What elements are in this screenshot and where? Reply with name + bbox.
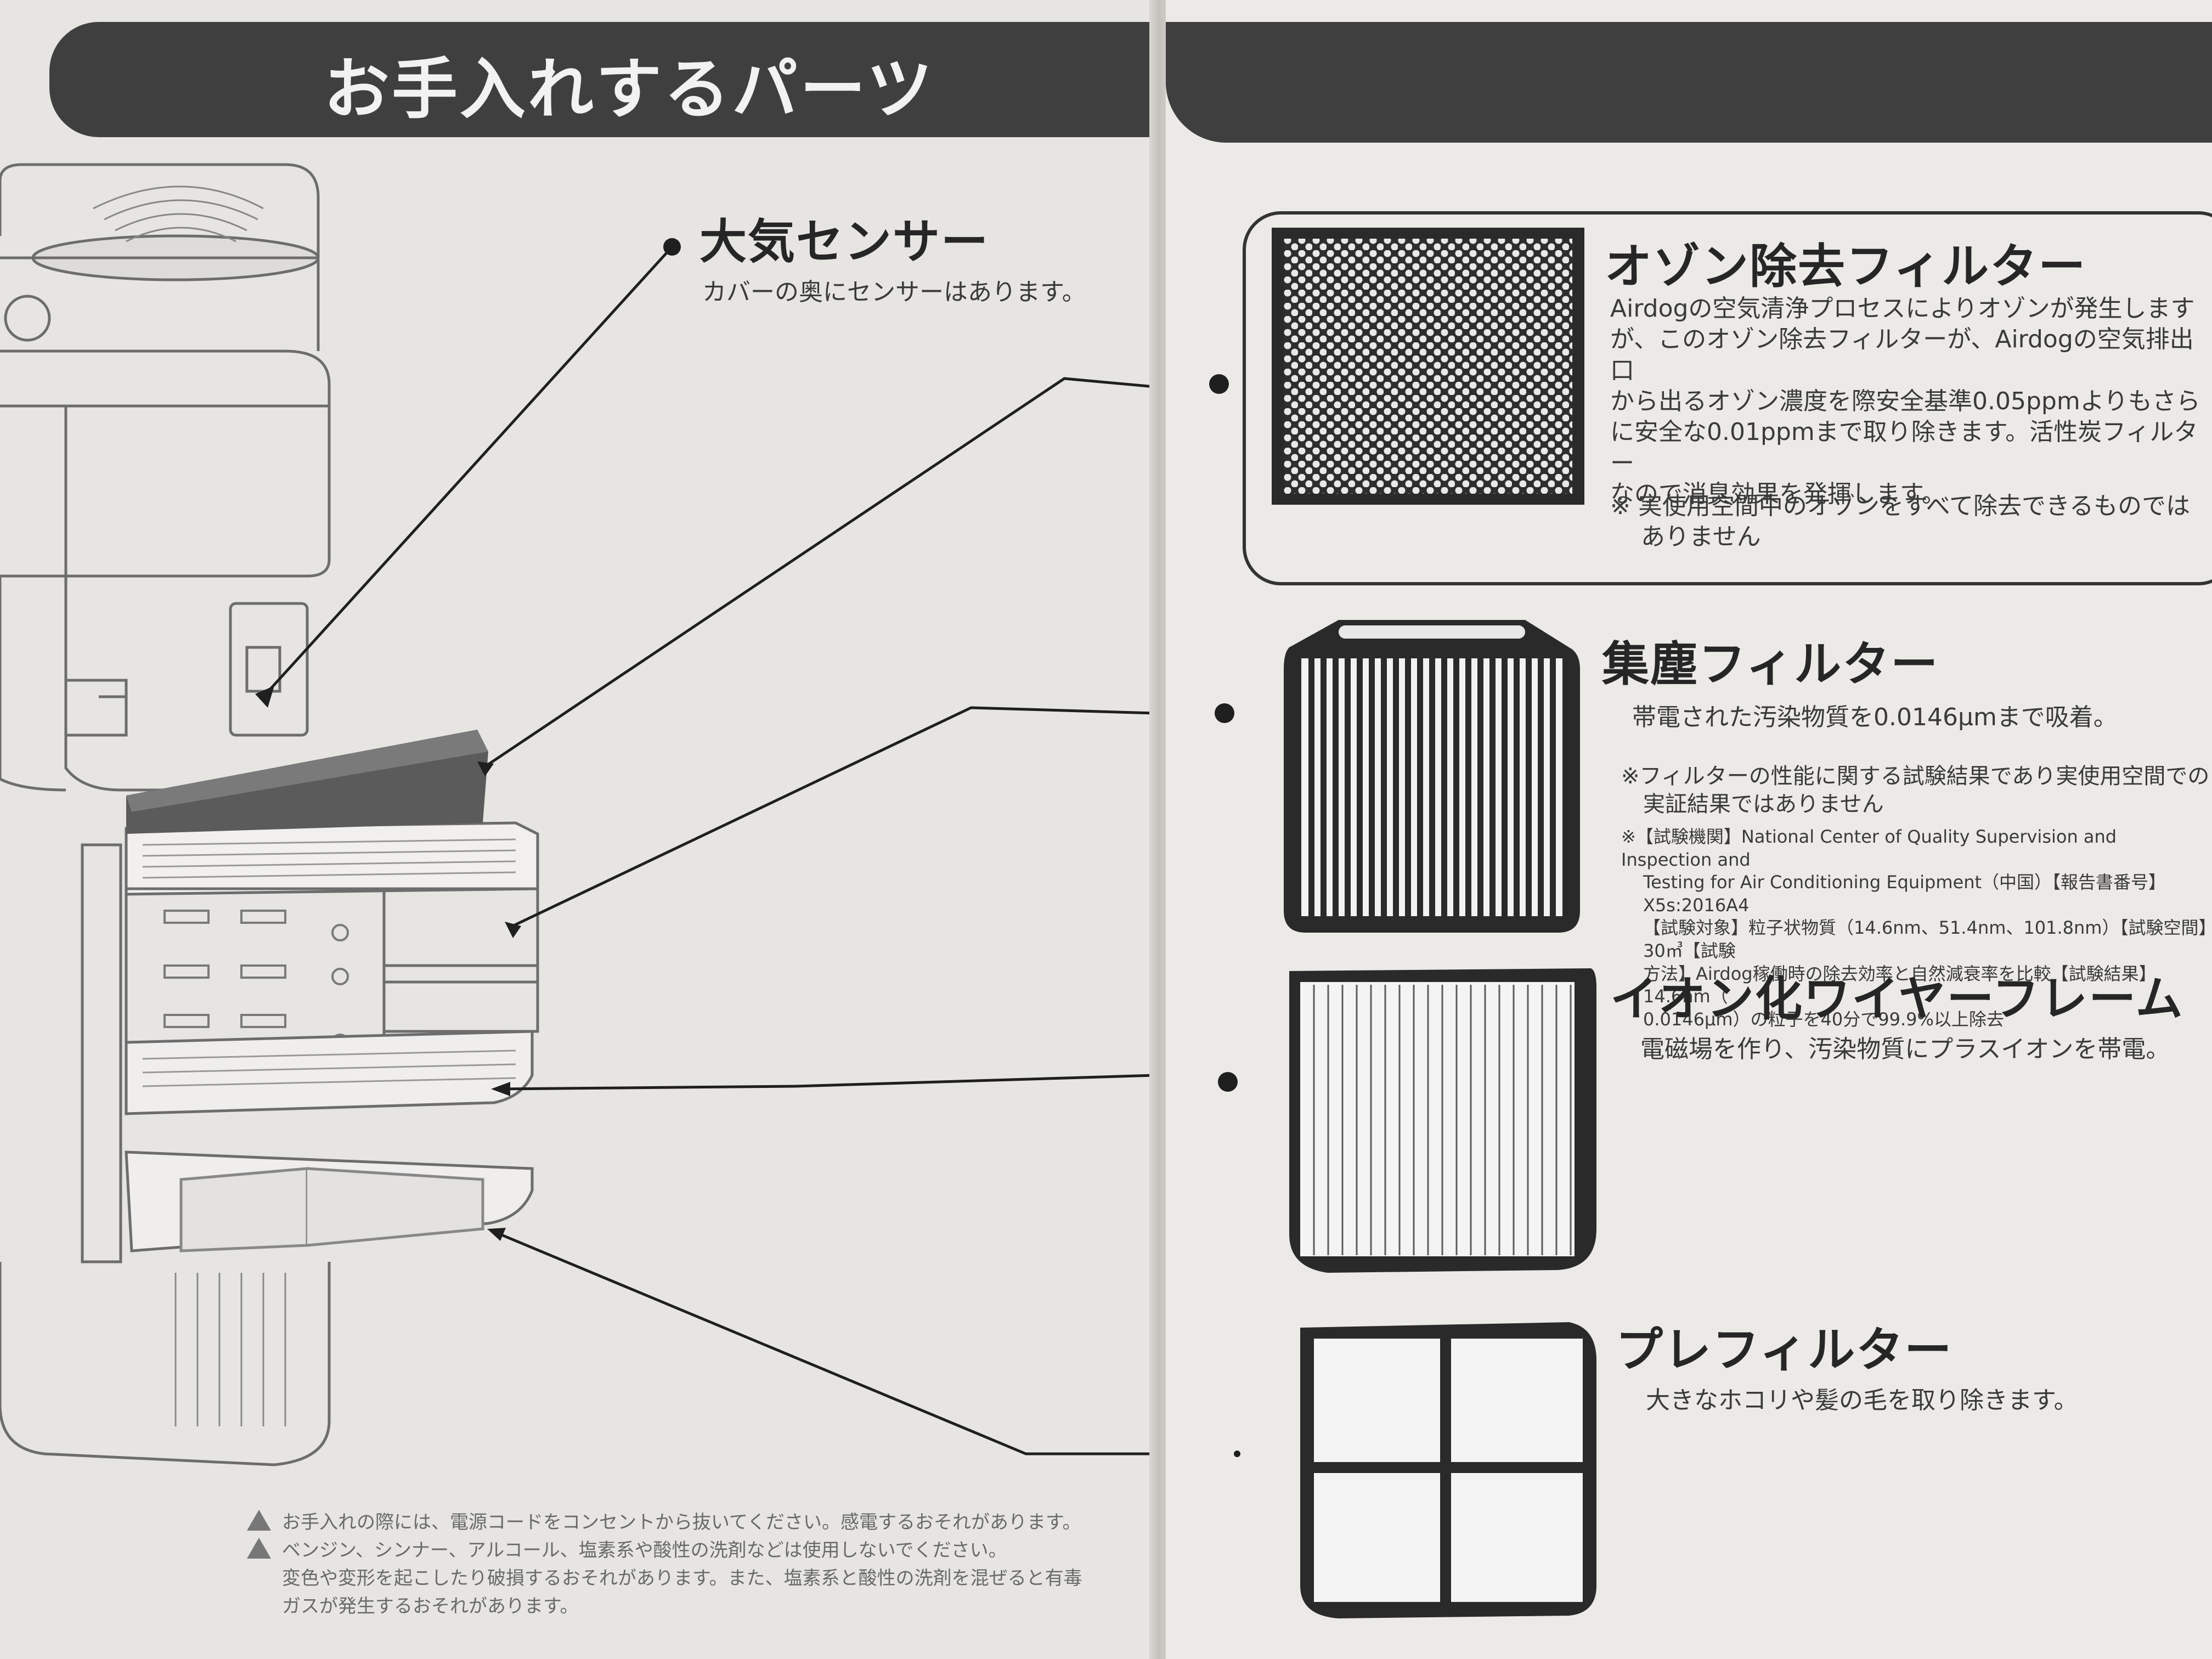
ozone-filter-image — [1272, 228, 1584, 505]
ozone-filter-body: Airdogの空気清浄プロセスによりオゾンが発生します が、このオゾン除去フィル… — [1610, 294, 2212, 510]
dust-filter-description: 帯電された汚染物質を0.0146μmまで吸着。 — [1632, 702, 2118, 732]
filter-stripe — [1489, 658, 1496, 916]
filter-stripe — [1333, 658, 1339, 916]
filter-stripe — [1381, 658, 1387, 916]
dust-filter-note: ※フィルターの性能に関する試験結果であり実使用空間での 実証結果ではありません — [1621, 763, 2209, 819]
filter-stripe — [1477, 658, 1483, 916]
dust-bullet-dot — [1215, 703, 1234, 723]
filter-stripe — [1465, 658, 1471, 916]
filter-stripe — [1429, 658, 1435, 916]
ion-bullet-dot — [1218, 1072, 1238, 1092]
pre-bullet-dot — [1234, 1451, 1240, 1457]
ozone-filter-heading: オゾン除去フィルター — [1605, 228, 2086, 296]
filter-stripe — [1441, 658, 1447, 916]
ion-frame-heading: イオン化ワイヤーフレーム — [1610, 960, 2184, 1029]
filter-stripe — [1502, 658, 1508, 916]
filter-stripe — [1393, 658, 1399, 916]
ozone-filter-note: ※ 実使用空間中のオゾンをすべて除去できるものでは ありません — [1610, 491, 2190, 553]
filter-stripe — [1369, 658, 1375, 916]
filter-stripe — [1526, 658, 1532, 916]
filter-stripe — [1514, 658, 1520, 916]
filter-stripe — [1308, 658, 1314, 916]
pre-filter-image — [1300, 1322, 1596, 1618]
dust-filter-heading: 集塵フィルター — [1602, 625, 1939, 694]
filter-stripe — [1405, 658, 1411, 916]
ion-wire-frame-image — [1289, 968, 1596, 1273]
filter-stripe — [1321, 658, 1327, 916]
filter-stripe — [1417, 658, 1423, 916]
filter-stripe — [1538, 658, 1544, 916]
filter-stripe — [1453, 658, 1459, 916]
pre-filter-description: 大きなホコリや髪の毛を取り除きます。 — [1646, 1385, 2078, 1415]
pre-filter-heading: プレフィルター — [1616, 1311, 1953, 1380]
filter-stripe — [1550, 658, 1556, 916]
ion-frame-description: 電磁場を作り、汚染物質にプラスイオンを帯電。 — [1640, 1034, 2170, 1064]
ozone-bullet-dot — [1209, 374, 1229, 394]
filter-stripe — [1357, 658, 1363, 916]
filter-stripe — [1345, 658, 1351, 916]
dust-filter-image — [1284, 620, 1580, 933]
